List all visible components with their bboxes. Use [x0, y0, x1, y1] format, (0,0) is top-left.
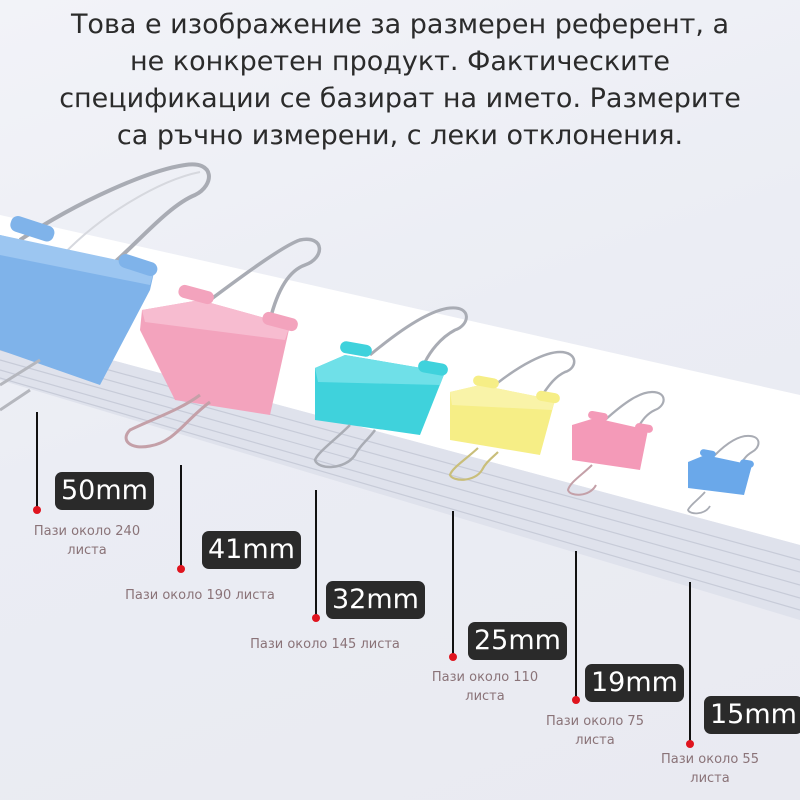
pointer-dot-50mm [33, 506, 41, 514]
pointer-line-41mm [180, 465, 182, 567]
caption-line: Пази около 240 [33, 524, 141, 539]
binder-clip-32mm [313, 306, 468, 469]
capacity-caption-15mm: Пази около 55 листа [645, 750, 775, 788]
caption-line: листа [465, 689, 505, 704]
capacity-caption-25mm: Пази около 110 листа [420, 668, 550, 706]
binder-clip-41mm [124, 237, 322, 449]
caption-line: листа [67, 543, 107, 558]
binder-clip-25mm [448, 350, 576, 481]
disclaimer-headline: Това е изображение за размерен референт,… [0, 6, 800, 154]
headline-line-1: Това е изображение за размерен референт,… [70, 9, 730, 40]
pointer-line-15mm [689, 582, 691, 742]
size-badge-41mm: 41mm [202, 531, 301, 569]
capacity-caption-41mm: Пази около 190 листа [110, 586, 290, 605]
headline-line-3: спецификации се базират на името. Размер… [59, 83, 741, 114]
binder-clip-19mm [566, 390, 665, 496]
pointer-dot-25mm [449, 653, 457, 661]
caption-line: Пази около 110 [431, 670, 539, 685]
caption-line: листа [575, 733, 615, 748]
pointer-dot-32mm [312, 614, 320, 622]
binder-clip-15mm [687, 434, 760, 515]
pointer-dot-15mm [686, 740, 694, 748]
size-badge-19mm: 19mm [585, 664, 684, 702]
pointer-dot-19mm [572, 696, 580, 704]
size-badge-15mm: 15mm [704, 696, 800, 734]
caption-line: Пази около 55 [661, 752, 759, 767]
pointer-line-32mm [315, 490, 317, 616]
capacity-caption-32mm: Пази около 145 листа [225, 635, 425, 654]
pointer-line-19mm [575, 551, 577, 699]
caption-line: Пази около 190 листа [125, 588, 275, 603]
capacity-caption-50mm: Пази около 240 листа [22, 522, 152, 560]
size-badge-50mm: 50mm [55, 472, 154, 510]
pointer-line-25mm [452, 511, 454, 657]
caption-line: Пази около 145 листа [250, 637, 400, 652]
binder-clip-50mm [0, 162, 211, 412]
pointer-dot-41mm [177, 565, 185, 573]
pointer-line-50mm [36, 412, 38, 508]
size-badge-25mm: 25mm [468, 622, 567, 660]
size-badge-32mm: 32mm [326, 581, 425, 619]
caption-line: листа [690, 771, 730, 786]
headline-line-4: са ръчно измерени, с леки отклонения. [116, 120, 684, 151]
caption-line: Пази около 75 [546, 714, 644, 729]
capacity-caption-19mm: Пази около 75 листа [530, 712, 660, 750]
headline-line-2: не конкретен продукт. Фактическите [129, 46, 671, 77]
